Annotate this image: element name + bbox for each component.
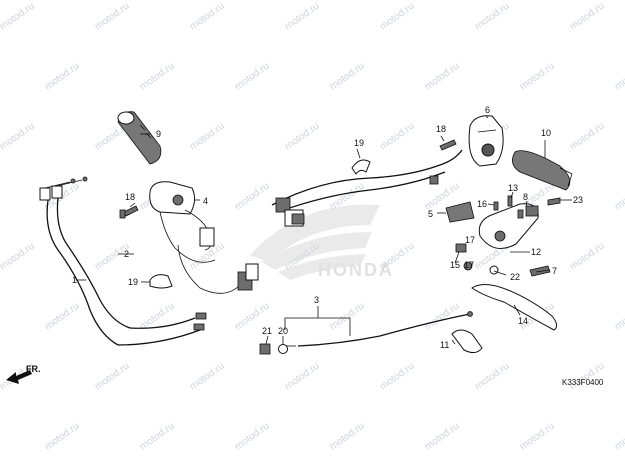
- watermark-text: motod.ru: [328, 61, 367, 93]
- watermark-text: motod.ru: [378, 121, 417, 153]
- watermark-text: motod.ru: [233, 181, 272, 213]
- part-19-clamp-left: [149, 274, 173, 289]
- watermark-text: motod.ru: [328, 301, 367, 333]
- watermark-text: motod.ru: [283, 361, 322, 393]
- watermark-text: motod.ru: [328, 421, 367, 453]
- watermark-text: motod.ru: [233, 61, 272, 93]
- callout-17: 17: [465, 235, 475, 245]
- callout-22: 22: [510, 272, 520, 282]
- watermark-text: motod.ru: [568, 121, 607, 153]
- watermark-text: motod.ru: [423, 421, 462, 453]
- watermark-text: motod.ru: [188, 361, 227, 393]
- callout-6: 6: [485, 105, 490, 115]
- diagram-code: K333F0400: [562, 378, 604, 387]
- watermark-text: motod.ru: [613, 61, 625, 93]
- leader-lines: [76, 115, 572, 345]
- watermark-text: motod.ru: [43, 301, 82, 333]
- part-4-left-switch: [149, 181, 216, 263]
- watermark-text: motod.ru: [0, 121, 37, 153]
- callout-16: 16: [477, 199, 487, 209]
- watermark-text: motod.ru: [568, 1, 607, 33]
- part-14-brake-lever: [471, 284, 558, 331]
- watermark-text: motod.ru: [43, 421, 82, 453]
- watermark-text: motod.ru: [188, 121, 227, 153]
- callout-9: 9: [156, 129, 161, 139]
- part-11-cable-boot: [451, 329, 483, 354]
- callout-12: 12: [531, 247, 541, 257]
- watermark-text: motod.ru: [283, 121, 322, 153]
- main-wire-harness: [271, 149, 463, 227]
- watermark-text: motod.ru: [93, 361, 132, 393]
- watermark-text: motod.ru: [138, 421, 177, 453]
- part-3-cable: [286, 311, 473, 347]
- watermark-text: motod.ru: [378, 361, 417, 393]
- watermark-text: motod.ru: [138, 61, 177, 93]
- callout-11: 11: [440, 340, 449, 350]
- part-10-throttle-grip: [512, 150, 573, 191]
- watermark-text: motod.ru: [613, 301, 625, 333]
- callout-10: 10: [541, 128, 551, 138]
- watermark-text: motod.ru: [93, 1, 132, 33]
- watermark-text: motod.ru: [473, 1, 512, 33]
- watermark-text: motod.ru: [518, 421, 557, 453]
- callout-23: 23: [573, 195, 583, 205]
- watermark-text: motod.ru: [568, 361, 607, 393]
- part-19-clamp-right: [351, 159, 371, 175]
- watermark-text: motod.ru: [188, 1, 227, 33]
- part-6-right-switch: [468, 115, 504, 167]
- brand-text: HONDA: [318, 260, 394, 280]
- part-5-switch-bracket: [445, 201, 475, 223]
- watermark-text: motod.ru: [378, 1, 417, 33]
- watermark-text: motod.ru: [423, 61, 462, 93]
- watermark-text: motod.ru: [233, 421, 272, 453]
- part-9-grip: [117, 111, 162, 165]
- callout-3: 3: [314, 295, 319, 305]
- callout-labels: 9 4 18 2 1 19 19 18 6 10 5 13 16 8 23 12…: [72, 105, 583, 350]
- watermark-text: motod.ru: [0, 241, 37, 273]
- callout-13: 13: [508, 183, 518, 193]
- part-12-lever-bracket: [478, 203, 539, 249]
- part-18-bolt-left: [119, 205, 139, 219]
- callout-19-right: 19: [354, 138, 364, 148]
- part-20-21-nut: [259, 343, 288, 355]
- callout-1: 1: [72, 275, 77, 285]
- callout-8: 8: [523, 192, 528, 202]
- watermark-text: motod.ru: [43, 61, 82, 93]
- callout-18-right: 18: [436, 124, 446, 134]
- callout-21: 21: [262, 326, 272, 336]
- wire-harness-left: [177, 244, 259, 294]
- watermark-text: motod.ru: [613, 181, 625, 213]
- callout-18-left: 18: [125, 192, 135, 202]
- callout-7: 7: [552, 266, 557, 276]
- watermark-text: motod.ru: [613, 421, 625, 453]
- callout-19-left: 19: [128, 277, 138, 287]
- callout-5: 5: [428, 209, 433, 219]
- callout-2: 2: [124, 249, 129, 259]
- callout-4: 4: [203, 196, 208, 206]
- watermark-text: motod.ru: [518, 61, 557, 93]
- callout-17b: 17: [464, 260, 474, 270]
- watermark-text: motod.ru: [473, 361, 512, 393]
- watermark-text: motod.ru: [0, 1, 37, 33]
- brand-wing-logo: HONDA: [250, 204, 394, 280]
- watermark-text: motod.ru: [283, 1, 322, 33]
- callout-15: 15: [450, 260, 460, 270]
- part-13-16-8-bolts: [493, 195, 561, 219]
- part-18-bolt-right: [439, 139, 457, 151]
- watermark-text: motod.ru: [568, 241, 607, 273]
- callout-20: 20: [278, 326, 288, 336]
- front-direction-arrow: FR.: [6, 364, 41, 384]
- callout-14: 14: [518, 316, 528, 326]
- front-direction-label: FR.: [26, 364, 41, 374]
